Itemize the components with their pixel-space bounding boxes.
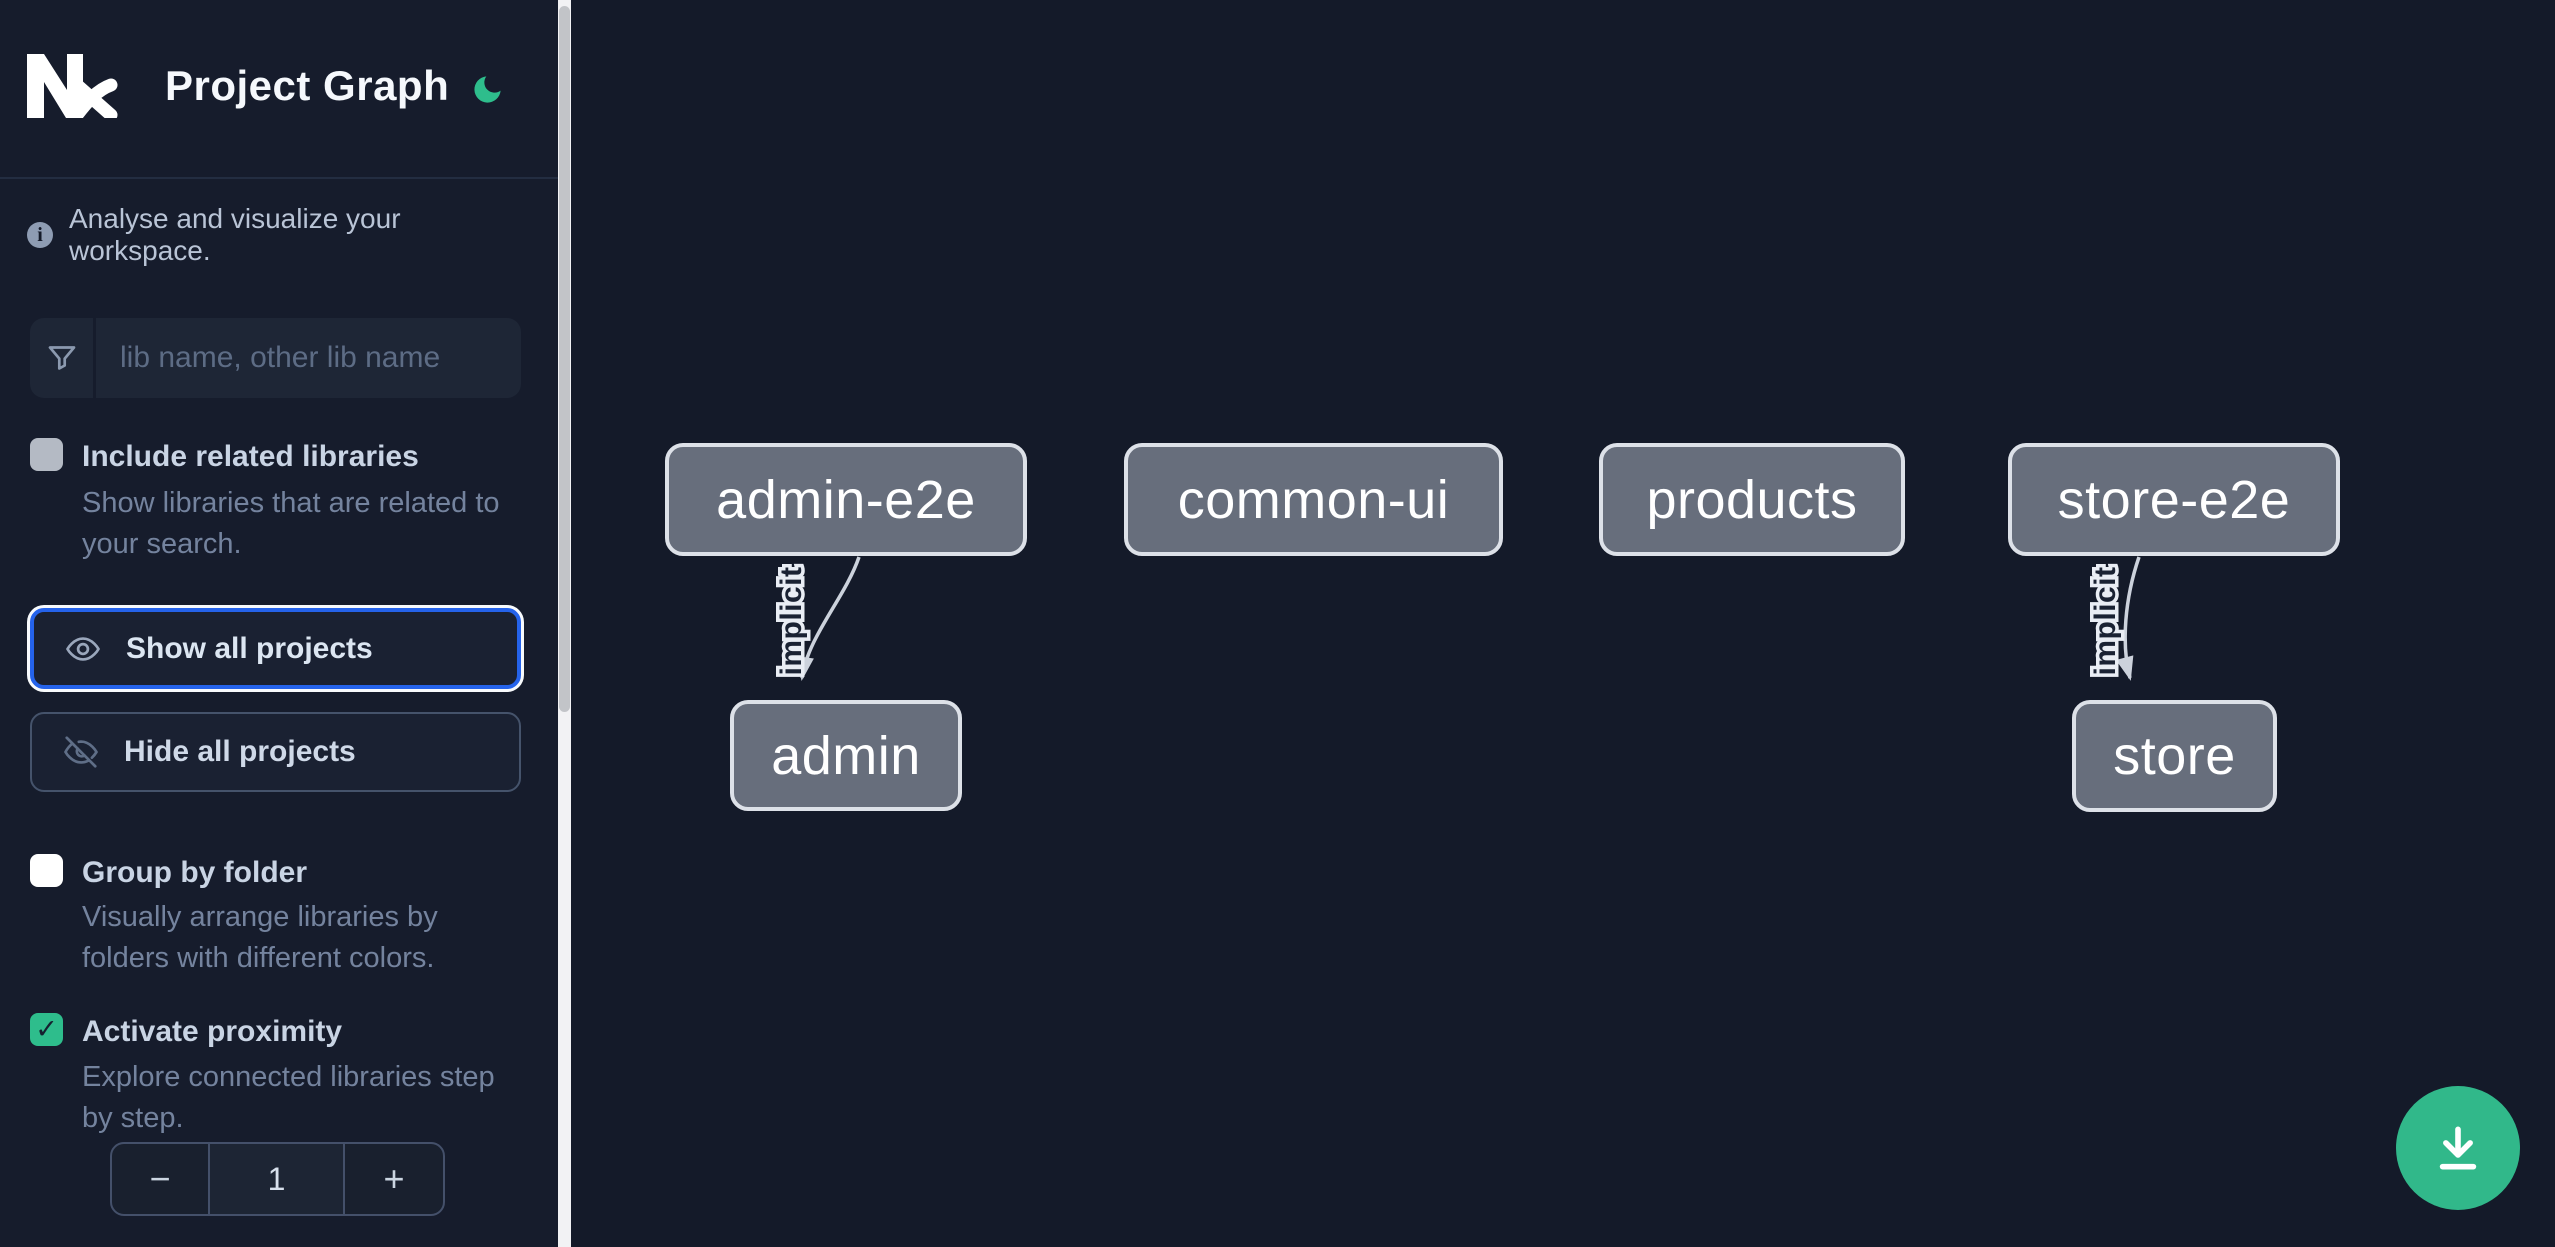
activate-proximity-description: Explore connected libraries step by step… [82,1061,495,1134]
graph-node-admin[interactable]: admin [730,700,962,811]
graph-node-store[interactable]: store [2072,700,2277,812]
graph-node-store-e2e[interactable]: store-e2e [2008,443,2340,556]
group-by-folder-description: Visually arrange libraries by folders wi… [82,901,438,974]
sidebar: Project Graph i Analyse and visualize yo… [0,0,558,1247]
include-related-checkbox[interactable] [30,438,63,471]
graph-node-products[interactable]: products [1599,443,1905,556]
include-related-label: Include related libraries [82,440,419,473]
graph-node-admin-e2e[interactable]: admin-e2e [665,443,1027,556]
intro-text: Analyse and visualize your workspace. [69,203,401,266]
show-all-projects-label: Show all projects [126,631,373,665]
activate-proximity-checkbox[interactable]: ✓ [30,1013,63,1046]
hide-all-projects-label: Hide all projects [124,735,356,768]
header-divider [0,177,558,179]
page-title: Project Graph [165,62,450,109]
decrement-button[interactable]: − [149,1158,171,1199]
hide-all-projects-button[interactable]: Hide all projects [30,712,521,792]
group-by-folder-checkbox[interactable] [30,854,63,887]
info-icon: i [27,222,53,248]
increment-button[interactable]: + [383,1158,405,1199]
activate-proximity-label: Activate proximity [82,1015,343,1048]
include-related-description: Show libraries that are related to your … [82,487,500,560]
funnel-filter-icon [30,318,96,398]
download-icon [2439,1126,2477,1170]
sidebar-scrollbar-track[interactable] [558,0,571,1247]
show-all-projects-button[interactable]: Show all projects [30,608,521,689]
graph-node-common-ui[interactable]: common-ui [1124,443,1503,556]
dark-mode-moon-icon[interactable] [470,72,505,107]
save-image-button[interactable] [2396,1086,2520,1210]
eye-off-icon [64,736,98,768]
filter-box [30,318,521,398]
graph-canvas[interactable] [571,0,2555,1247]
depth-value[interactable]: 1 [208,1144,345,1214]
proximity-depth-stepper: − 1 + [110,1142,445,1216]
sidebar-scrollbar-thumb[interactable] [559,6,570,712]
group-by-folder-label: Group by folder [82,856,307,889]
nx-logo[interactable] [25,52,119,118]
eye-icon [66,636,100,661]
filter-input[interactable] [96,318,521,398]
intro-row: i Analyse and visualize your workspace. [27,203,527,267]
